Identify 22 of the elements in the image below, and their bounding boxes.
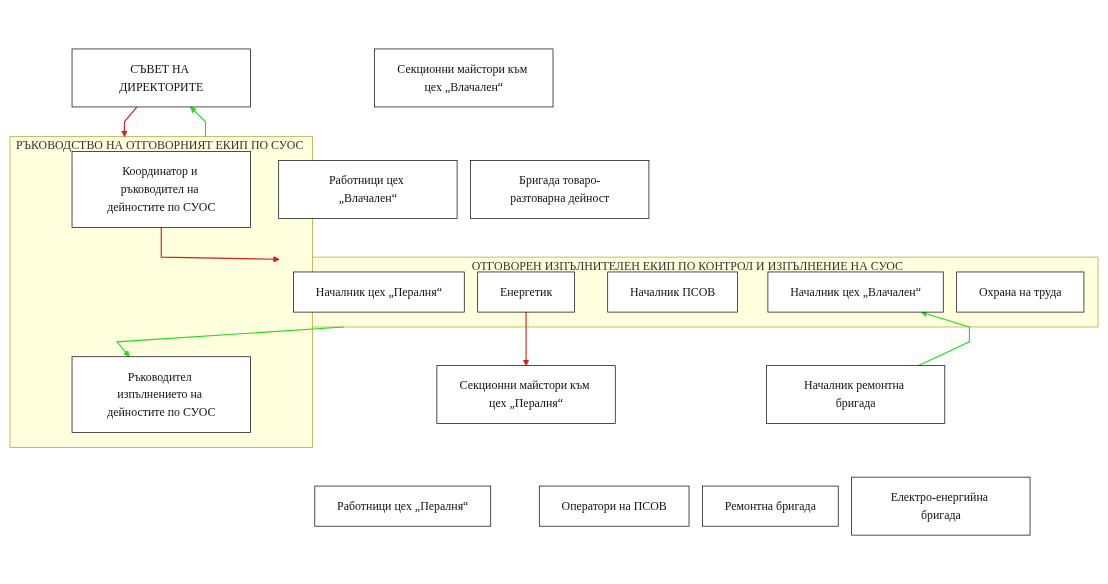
- node-box: СЪВЕТ НА ДИРЕКТОРИТЕ: [71, 48, 251, 108]
- arrow: [160, 226, 280, 263]
- node-box: Секционни майстори към цех „Влачален“: [374, 48, 554, 108]
- arrow: [121, 106, 138, 137]
- node-box: Координатор и ръководител на дейностите по СУОС: [71, 151, 251, 228]
- node-box: Началник ПСОВ: [607, 271, 738, 313]
- node-box: Работници цех „Пералня“: [314, 485, 492, 527]
- node-box: Енергетик: [477, 271, 575, 313]
- node-box: Началник ремонтна бригада: [766, 365, 946, 424]
- node-box: Охрана на труда: [956, 271, 1085, 313]
- node-box: Ръководител изпълнението на дейностите по СУОС: [71, 356, 251, 433]
- node-box: Началник цех „Влачален“: [767, 271, 944, 313]
- node-box: Работници цех „Влачален“: [278, 160, 458, 219]
- node-box: Електро-енергийна бригада: [851, 476, 1031, 536]
- node-box: Бригада товаро-разтоварна дейност: [470, 160, 650, 219]
- arrow: [522, 311, 530, 366]
- arrow: [115, 326, 345, 357]
- node-box: Секционни майстори към цех „Пералня“: [436, 365, 616, 424]
- node-box: Ремонтна бригада: [702, 485, 839, 527]
- node-box: Оператори на ПСОВ: [538, 485, 690, 527]
- arrow: [190, 106, 207, 138]
- node-box: Началник цех „Пералня“: [293, 271, 465, 313]
